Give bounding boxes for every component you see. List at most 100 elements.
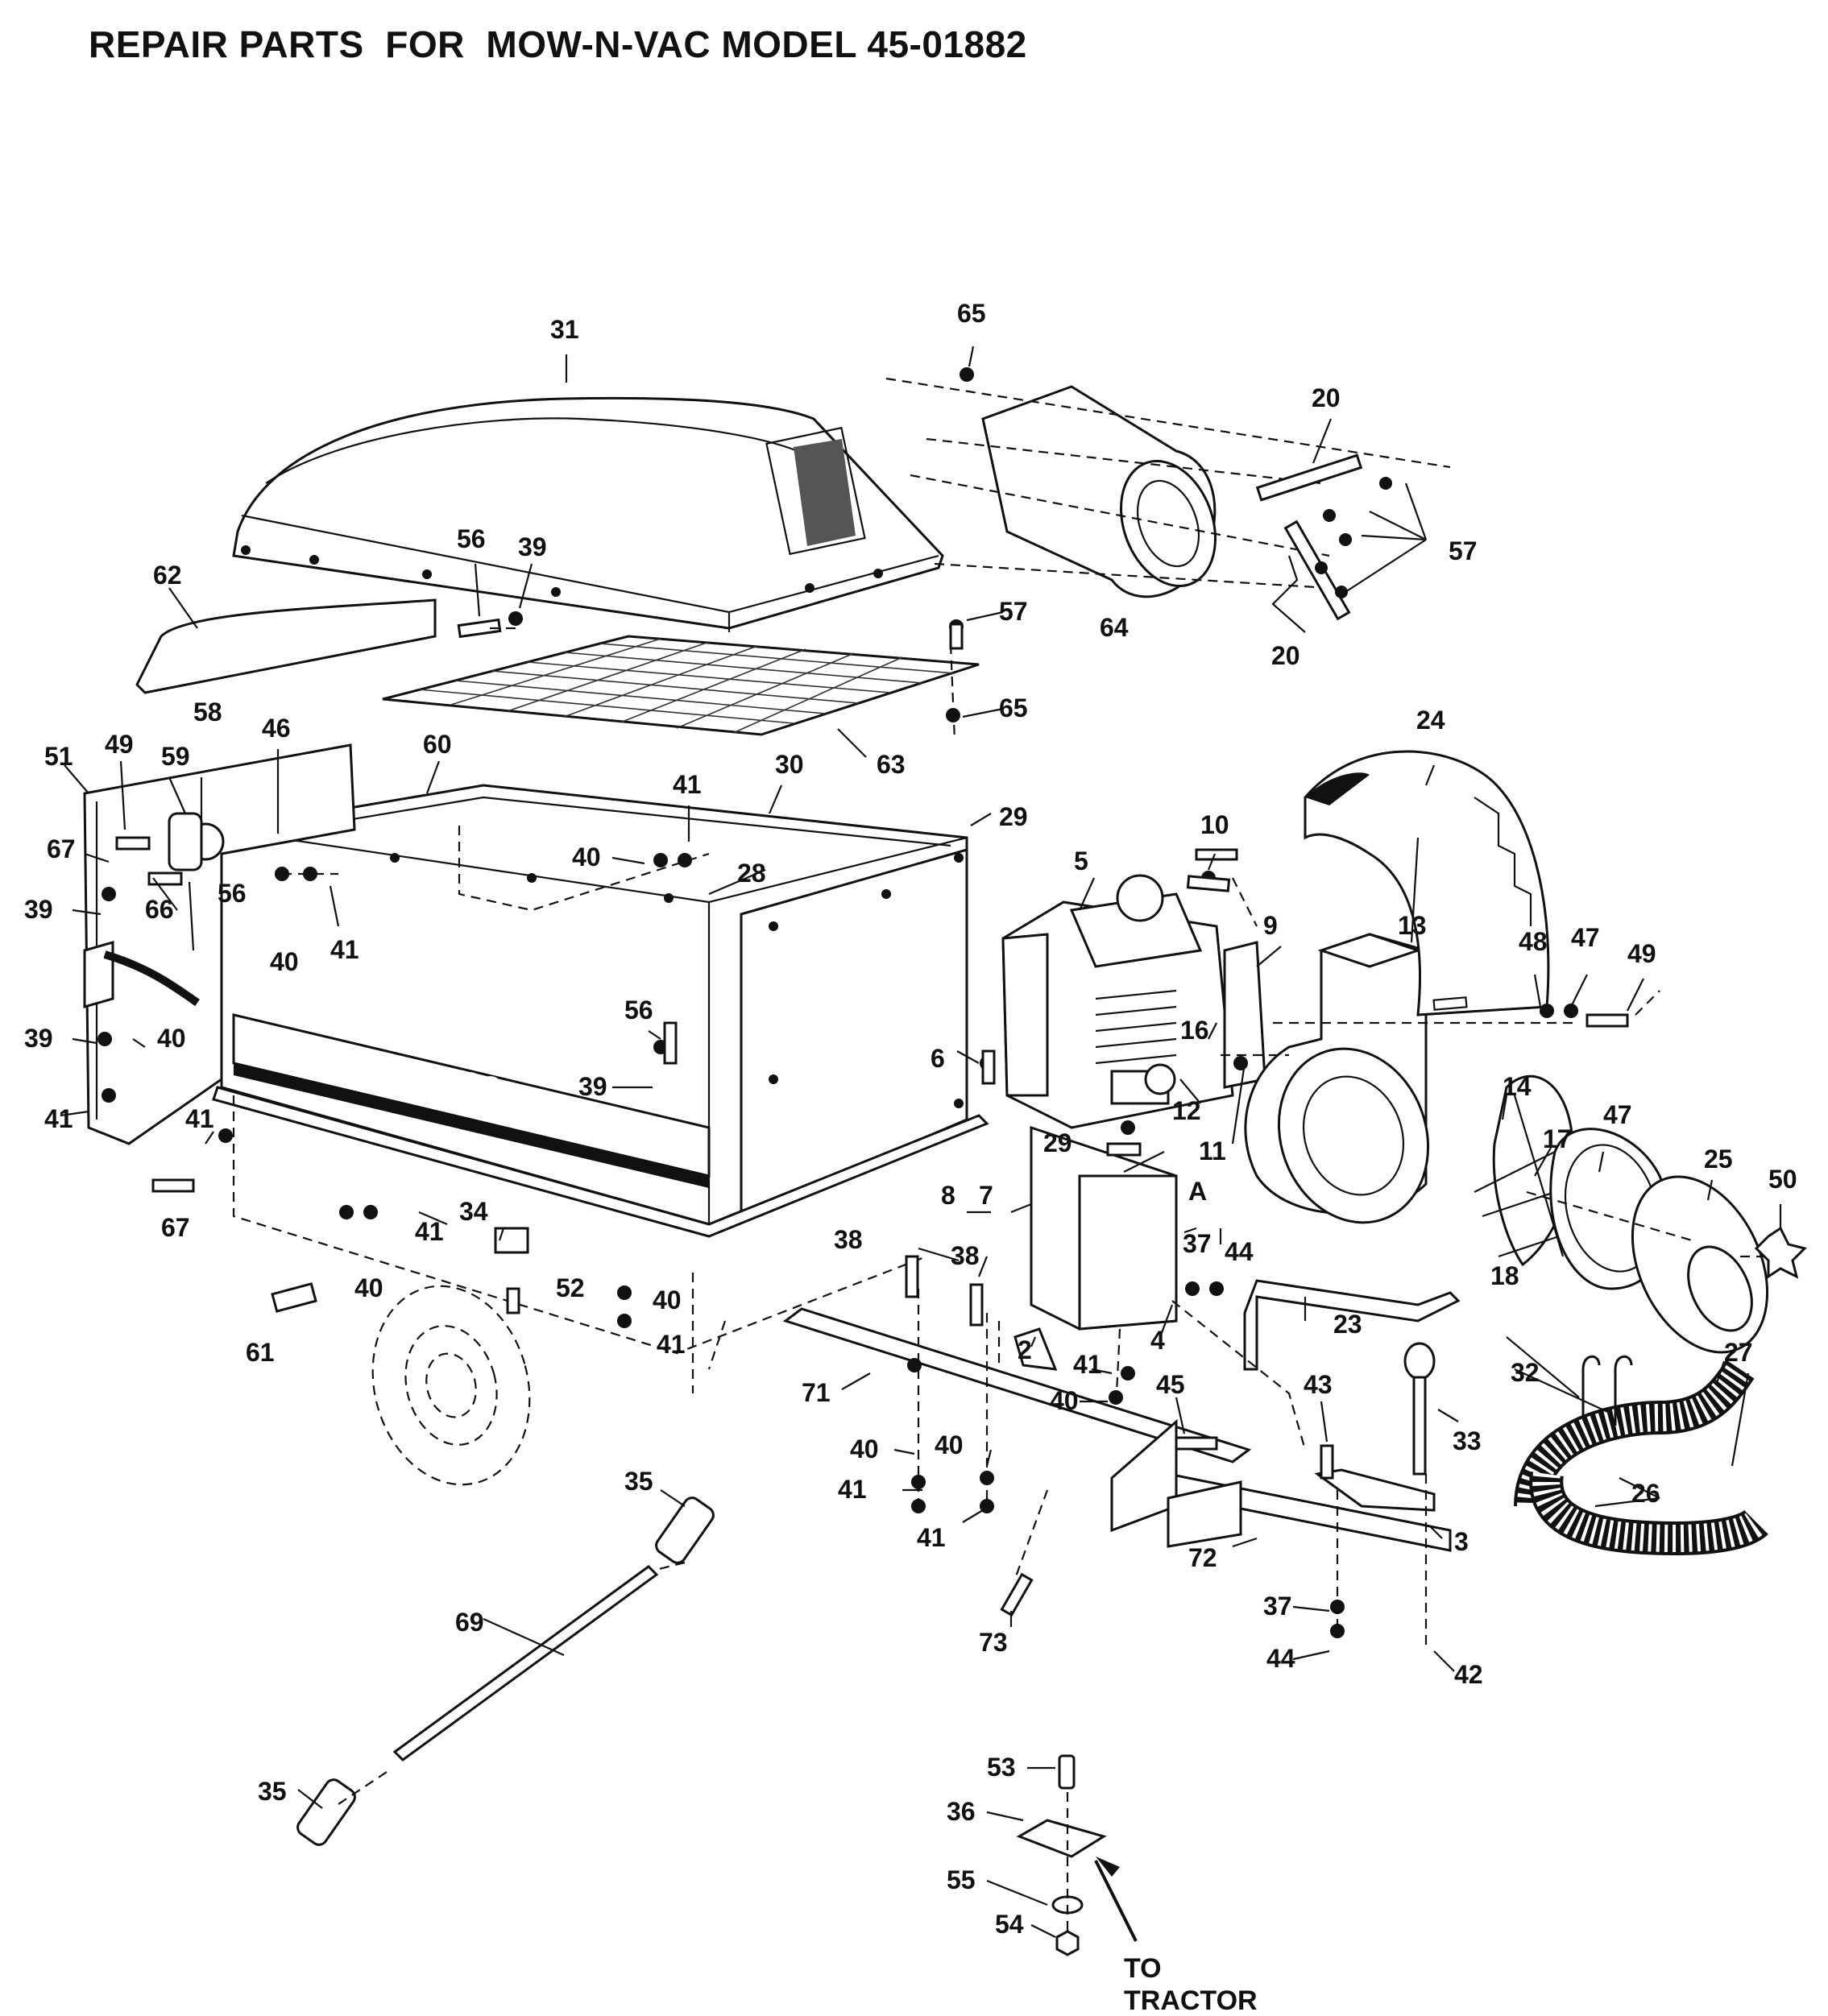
callout-label: 14	[1503, 1072, 1532, 1101]
tractor-note-line2: TRACTOR	[1124, 1985, 1258, 2016]
callout-label: 42	[1454, 1660, 1483, 1689]
frame-drawing	[782, 1125, 1461, 1552]
hoses-drawing	[1514, 1355, 1768, 1556]
callout-label: 16	[1180, 1016, 1209, 1045]
callout-label: 40	[354, 1273, 383, 1302]
callout-label: 5	[1074, 847, 1088, 876]
wheel-drawing	[371, 1285, 531, 1486]
intake-hose-drawing	[885, 377, 1451, 598]
deflector-drawing	[135, 598, 437, 694]
callout-label: 32	[1511, 1358, 1540, 1387]
callout-label: 72	[1188, 1543, 1217, 1572]
callout-label: A	[1188, 1177, 1207, 1206]
callout-label: 18	[1490, 1261, 1519, 1290]
page-title: REPAIR PARTS FOR MOW-N-VAC MODEL 45-0188…	[89, 23, 1027, 65]
callout-label: 40	[653, 1285, 682, 1314]
callout-label: 40	[270, 947, 299, 976]
callout-label: 30	[775, 750, 804, 779]
callout-label: 62	[153, 561, 182, 590]
callout-label: 35	[624, 1467, 653, 1496]
chute-drawing	[1304, 750, 1550, 1016]
callout-label: 65	[957, 299, 986, 328]
callout-label: 39	[24, 895, 53, 924]
callout-label: 41	[657, 1330, 686, 1359]
callout-label: 67	[47, 834, 76, 863]
callout-label: 36	[947, 1797, 976, 1826]
engine-drawing	[1001, 874, 1266, 1129]
callout-label: 34	[459, 1197, 488, 1226]
blower-housing-drawing	[1244, 933, 1430, 1224]
callout-label: 35	[258, 1777, 287, 1806]
callout-label: 39	[578, 1072, 607, 1101]
callout-label: 29	[1043, 1128, 1072, 1157]
callout-label: 3	[1454, 1527, 1469, 1556]
callout-label: 9	[1263, 911, 1278, 940]
inlet-cover-drawing	[1631, 1175, 1769, 1354]
pin-drawing	[1403, 1342, 1436, 1476]
callout-label: 39	[518, 532, 547, 561]
callout-label: 40	[572, 842, 601, 871]
callout-label: 40	[850, 1434, 879, 1463]
callout-label: 41	[44, 1104, 73, 1133]
callout-label: 11	[1199, 1136, 1226, 1165]
callout-label: 41	[673, 770, 702, 799]
callout-label: 41	[185, 1104, 214, 1133]
callout-label: 44	[1266, 1644, 1295, 1673]
hood-vent-icon	[794, 439, 856, 546]
callout-label: 40	[157, 1024, 186, 1053]
callout-label: 55	[947, 1865, 976, 1894]
tractor-note-line1: TO	[1124, 1953, 1162, 1984]
callout-label: 57	[1449, 536, 1478, 565]
callout-label: 40	[935, 1430, 964, 1459]
axle-drawing	[296, 1496, 715, 1846]
callout-label: 61	[246, 1338, 275, 1367]
hitch-drawing	[1016, 1754, 1138, 1956]
callout-label: 58	[193, 698, 222, 727]
callout-label: 41	[917, 1523, 946, 1552]
callout-label: 54	[995, 1910, 1024, 1939]
callout-label: 20	[1312, 383, 1341, 412]
callout-label: 23	[1333, 1310, 1362, 1339]
callout-label: 12	[1172, 1096, 1201, 1125]
callout-label: 47	[1603, 1100, 1632, 1129]
callout-label: 20	[1271, 641, 1300, 670]
callout-label: 47	[1571, 923, 1600, 952]
callout-label: 71	[802, 1378, 831, 1407]
callout-label: 13	[1398, 911, 1427, 940]
container-drawing	[212, 784, 989, 1393]
callout-label: 31	[550, 315, 579, 344]
callout-label: 41	[415, 1217, 444, 1246]
door-panel-drawing	[83, 743, 356, 1145]
callout-label: 10	[1200, 810, 1229, 839]
hood-drawing	[232, 396, 944, 632]
callout-labels: 31 65 20 57 64 20 56 39 62 57 65 63 60 3…	[24, 299, 1797, 1939]
leader-lines	[60, 346, 1782, 1938]
callout-label: 43	[1304, 1370, 1333, 1399]
callout-label: 59	[161, 742, 190, 771]
callout-label: 33	[1453, 1426, 1482, 1455]
callout-label: 25	[1704, 1145, 1733, 1174]
callout-label: 66	[145, 895, 174, 924]
callout-label: 69	[455, 1608, 484, 1637]
strip-upper	[1255, 453, 1363, 502]
callout-label: 17	[1543, 1124, 1572, 1153]
callout-label: 26	[1631, 1479, 1660, 1508]
callout-label: 39	[24, 1024, 53, 1053]
callout-label: 53	[987, 1753, 1016, 1782]
callout-label: 37	[1263, 1592, 1292, 1621]
callout-label: 49	[105, 730, 134, 759]
bolt-marks	[115, 618, 1629, 1617]
callout-label: 8	[941, 1181, 955, 1210]
callout-label: 2	[1018, 1335, 1032, 1364]
callout-label: 57	[999, 597, 1028, 626]
callout-label: 49	[1627, 939, 1656, 968]
callout-label: 24	[1416, 706, 1445, 735]
callout-label: 38	[834, 1225, 863, 1254]
callout-label: 73	[979, 1628, 1008, 1657]
callout-label: 37	[1183, 1229, 1212, 1258]
callout-label: 67	[161, 1213, 190, 1242]
callout-label: 41	[330, 935, 359, 964]
callout-label: 51	[44, 742, 73, 771]
alignment-lines	[282, 627, 1764, 1651]
